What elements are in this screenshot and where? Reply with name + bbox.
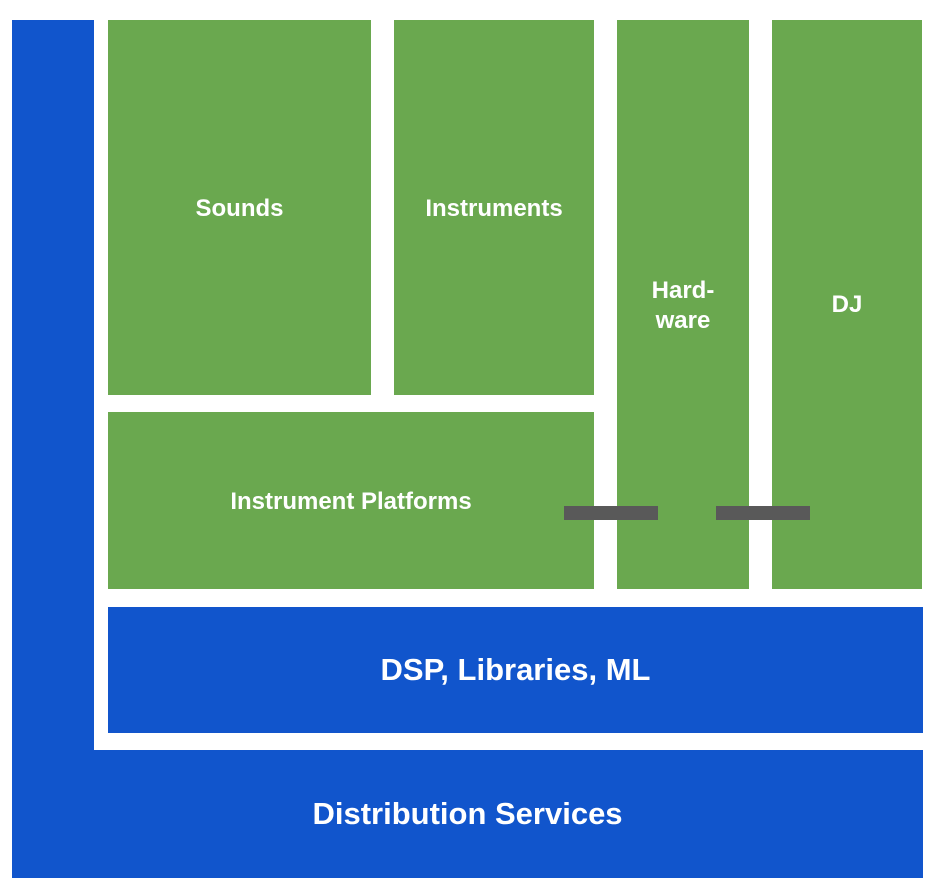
dsp-libraries-ml-block: DSP, Libraries, ML	[108, 607, 923, 733]
sounds-label: Sounds	[195, 195, 284, 222]
dj-label: DJ	[831, 291, 863, 318]
connector-bar-hardware-dj	[716, 506, 810, 520]
instruments-block: Instruments	[394, 20, 594, 395]
instrument-platforms-label: Instrument Platforms	[230, 488, 472, 515]
distribution-services-block: Distribution Services	[12, 750, 923, 878]
connector-bar-platforms-hardware	[564, 506, 658, 520]
hardware-label-line1: Hard-	[651, 277, 715, 304]
hardware-block: Hard- ware	[617, 20, 749, 589]
distribution-services-label: Distribution Services	[312, 795, 623, 831]
hardware-label: Hard- ware	[652, 276, 715, 336]
hardware-label-line2: ware	[655, 307, 711, 334]
sounds-block: Sounds	[108, 20, 371, 395]
instrument-platforms-block: Instrument Platforms	[108, 412, 594, 589]
dj-block: DJ	[772, 20, 922, 589]
instruments-label: Instruments	[425, 195, 563, 222]
left-column-bar	[12, 20, 94, 761]
dsp-libraries-ml-label: DSP, Libraries, ML	[380, 651, 651, 687]
